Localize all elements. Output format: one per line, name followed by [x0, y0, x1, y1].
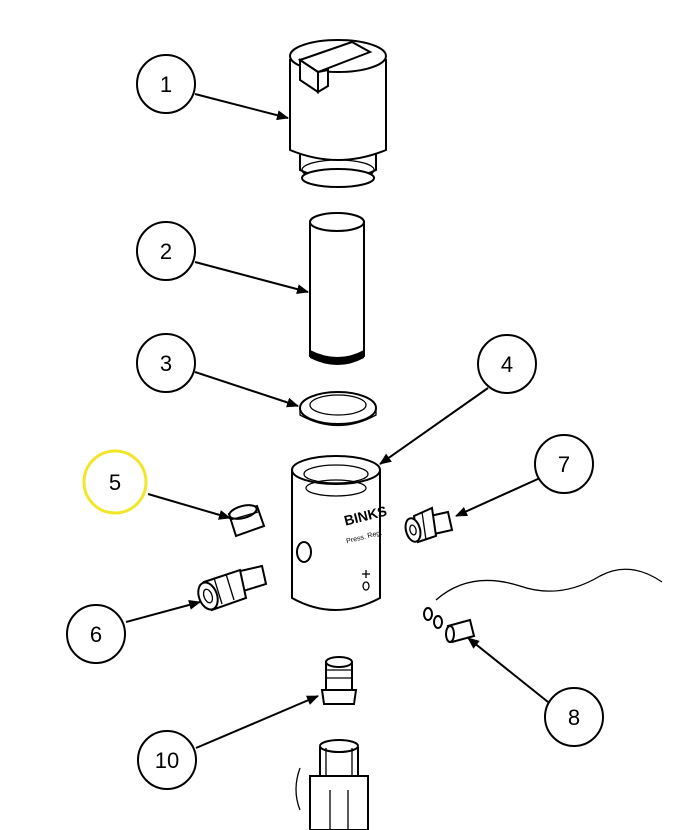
callout-1-label: 1: [160, 72, 172, 97]
callout-3: 3: [136, 333, 196, 393]
part-3-seal-ring: [299, 391, 377, 427]
callout-6: 6: [66, 604, 126, 664]
callout-4-label: 4: [501, 352, 513, 377]
callout-7: 7: [534, 434, 594, 494]
callout-4: 4: [477, 334, 537, 394]
part-8-needle-assembly: [423, 568, 663, 644]
callout-2-label: 2: [160, 239, 172, 264]
callout-10-label: 10: [155, 748, 179, 773]
part-1-cap: [289, 39, 387, 188]
callout-7-label: 7: [558, 452, 570, 477]
callout-5-label: 5: [109, 470, 121, 495]
callout-6-label: 6: [90, 622, 102, 647]
part-7-gauge-fitting: [404, 506, 454, 544]
callout-5-highlighted[interactable]: 5: [82, 449, 148, 515]
part-5-plug: [227, 504, 266, 538]
callout-1: 1: [136, 54, 196, 114]
part-10-nipple: [320, 656, 358, 705]
part-2-filter-tube: [309, 212, 365, 365]
callout-8-label: 8: [568, 705, 580, 730]
part-4-regulator-body: BINKS Press. Reg.: [291, 455, 388, 611]
callout-2: 2: [136, 221, 196, 281]
lower-fitting: [295, 739, 369, 830]
callout-8: 8: [544, 687, 604, 747]
callout-5-highlight-ring: [82, 449, 148, 515]
part-6-inlet-fitting: [197, 564, 268, 612]
callout-10: 10: [137, 730, 197, 790]
leader-lines: [125, 93, 549, 749]
callout-3-label: 3: [160, 351, 172, 376]
